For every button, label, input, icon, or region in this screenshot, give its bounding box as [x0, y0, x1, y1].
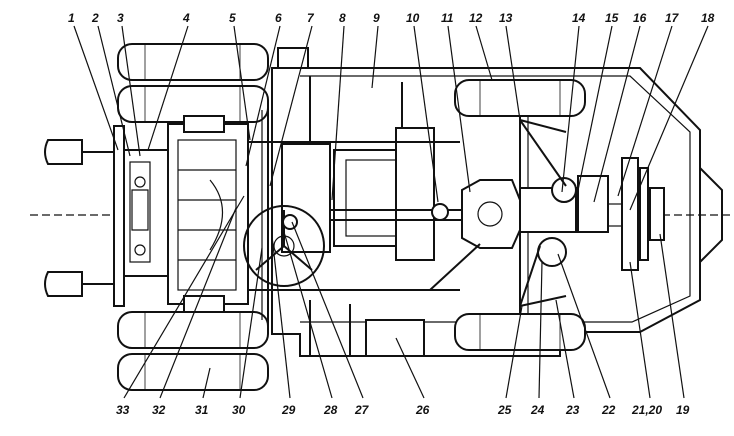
label-15: 15	[605, 11, 619, 25]
label-2: 2	[91, 11, 99, 25]
label-5: 5	[229, 11, 236, 25]
label-27: 27	[354, 403, 370, 417]
label-12: 12	[469, 11, 483, 25]
label-24: 24	[530, 403, 545, 417]
label-6: 6	[275, 11, 282, 25]
transmission-housing	[395, 127, 435, 261]
front-counterweights	[44, 125, 125, 307]
diag-link	[429, 243, 481, 291]
upper-link-b	[519, 119, 567, 187]
label-8: 8	[339, 11, 346, 25]
rear-pulley	[608, 157, 665, 271]
label-26: 26	[415, 403, 430, 417]
label-13: 13	[499, 11, 513, 25]
label-10: 10	[406, 11, 420, 25]
label-4: 4	[182, 11, 190, 25]
front-wheels-bottom	[117, 311, 269, 391]
upper-link-a	[519, 119, 567, 133]
label-28: 28	[323, 403, 338, 417]
labels-top: 1 2 3 4 5 6 7 8 9 10 11 12 13 14 15 16 1…	[68, 11, 715, 25]
front-wheels-top	[117, 43, 269, 123]
rear-wheel-top	[454, 79, 586, 117]
label-16: 16	[633, 11, 647, 25]
label-11: 11	[441, 11, 454, 25]
diff-center	[477, 201, 503, 227]
universal-joint	[431, 203, 449, 221]
label-30: 30	[232, 403, 246, 417]
radiator	[123, 149, 169, 277]
label-32: 32	[152, 403, 166, 417]
lower-link-a	[519, 295, 567, 307]
label-31: 31	[195, 403, 209, 417]
label-17: 17	[665, 11, 680, 25]
label-19: 19	[676, 403, 690, 417]
lower-link-b	[519, 245, 541, 307]
leader-lines-bottom	[123, 195, 685, 399]
pto-shaft-housing	[577, 175, 609, 233]
label-9: 9	[373, 11, 380, 25]
battery-box	[365, 319, 425, 357]
label-7: 7	[307, 11, 315, 25]
leader-lines-top	[73, 25, 709, 211]
label-23: 23	[565, 403, 580, 417]
differential	[461, 179, 521, 249]
label-29: 29	[281, 403, 296, 417]
label-21-20: 21,20	[631, 403, 662, 417]
labels-bottom: 33 32 31 30 29 28 27 26 25 24 23 22 21,2…	[116, 403, 690, 417]
tool-box	[277, 47, 309, 69]
label-33: 33	[116, 403, 130, 417]
label-14: 14	[572, 11, 586, 25]
label-18: 18	[701, 11, 715, 25]
label-22: 22	[601, 403, 616, 417]
engine	[167, 115, 249, 313]
label-25: 25	[497, 403, 512, 417]
label-1: 1	[68, 11, 75, 25]
hydraulic-pump-lower	[537, 237, 567, 267]
label-3: 3	[117, 11, 124, 25]
